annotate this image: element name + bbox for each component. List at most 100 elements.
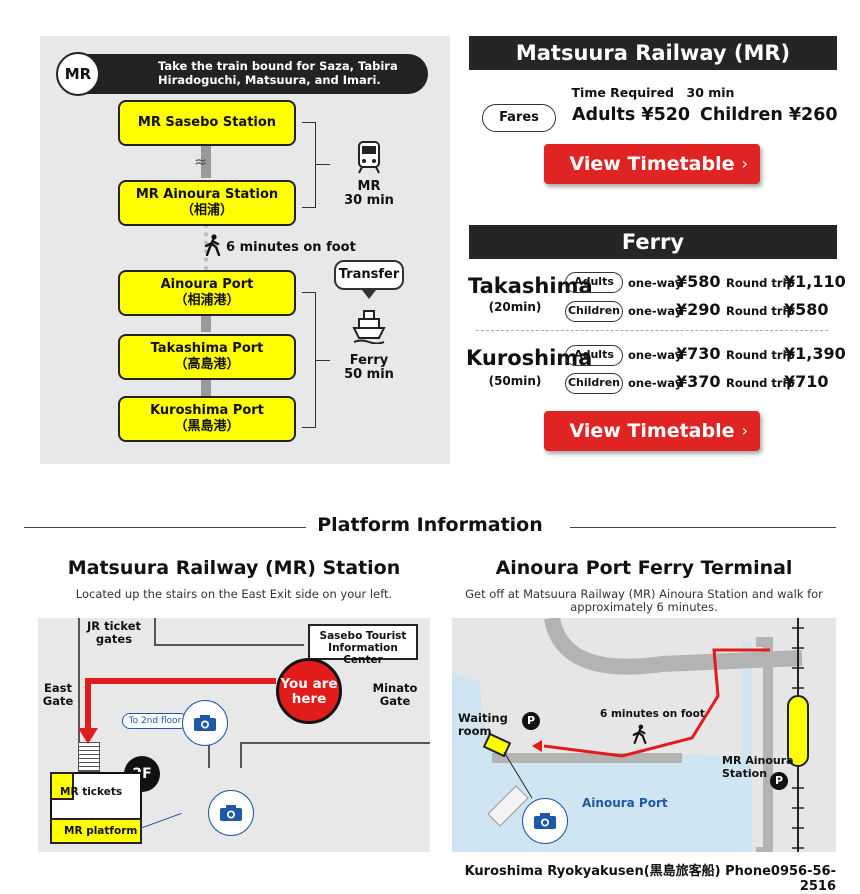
walk-icon bbox=[204, 234, 222, 260]
parking-icon: P bbox=[522, 712, 540, 730]
you-are-here-marker: You are here bbox=[276, 658, 342, 724]
stop-ainoura-port: Ainoura Port （相浦港） bbox=[118, 270, 296, 316]
phone-line: Kuroshima Ryokyakusen(黒島旅客船) Phone0956-5… bbox=[464, 864, 836, 894]
island-minutes: (20min) bbox=[488, 300, 542, 314]
round-label: Round trip bbox=[726, 376, 795, 390]
children-pill: Children bbox=[565, 373, 623, 394]
wall bbox=[208, 742, 210, 768]
ferry-header: Ferry bbox=[469, 225, 837, 259]
stop-sub: （相浦） bbox=[180, 203, 233, 218]
tourist-center-label: Sasebo Tourist Information Center bbox=[308, 624, 418, 666]
title-rule-right bbox=[570, 527, 836, 528]
port-map: Waiting room P 6 minutes on foot MR Aino… bbox=[452, 618, 836, 852]
ticket-booth bbox=[50, 772, 74, 800]
port-map-drawing bbox=[452, 618, 809, 852]
oneway-price: ¥730 bbox=[676, 344, 721, 363]
platform-info-title: Platform Information bbox=[317, 514, 543, 536]
fare-children: Children ¥260 bbox=[700, 105, 838, 125]
ferry-icon bbox=[352, 308, 386, 348]
walk-text: 6 minutes on foot bbox=[600, 708, 705, 720]
station-section-subtitle: Located up the stairs on the East Exit s… bbox=[75, 587, 393, 601]
track-break: ≈ bbox=[194, 152, 208, 171]
ferry-time: 50 min bbox=[344, 367, 394, 382]
round-price: ¥1,390 bbox=[784, 344, 846, 363]
east-gate-label: East Gate bbox=[42, 681, 74, 708]
mr-badge: MR bbox=[56, 52, 100, 96]
track-segment bbox=[201, 140, 211, 178]
button-label: View Timetable bbox=[569, 420, 735, 442]
mr-view-timetable-button[interactable]: View Timetable › bbox=[544, 144, 760, 184]
wall bbox=[154, 618, 156, 644]
route-panel: MR Take the train bound for Saza, Tabira… bbox=[40, 36, 450, 464]
adults-pill: Adults bbox=[565, 345, 623, 366]
round-price: ¥1,110 bbox=[784, 272, 846, 291]
to-2nd-floor-label: To 2nd floor bbox=[122, 713, 188, 729]
round-price: ¥580 bbox=[784, 300, 829, 319]
bubble-tail bbox=[362, 290, 376, 299]
jr-ticket-gates-label: JR ticket gates bbox=[86, 619, 142, 646]
camera-icon[interactable] bbox=[522, 798, 568, 844]
parking-icon: P bbox=[770, 772, 788, 790]
mr-banner: MR Take the train bound for Saza, Tabira… bbox=[56, 52, 428, 96]
bracket-tick bbox=[316, 164, 330, 165]
ainoura-port-label: Ainoura Port bbox=[582, 796, 668, 810]
train-icon bbox=[356, 140, 382, 178]
route-arrow bbox=[78, 678, 276, 744]
title-rule-left bbox=[24, 527, 306, 528]
oneway-label: one-way bbox=[628, 376, 683, 390]
stop-name: Takashima Port bbox=[150, 341, 264, 356]
round-label: Round trip bbox=[726, 276, 795, 290]
train-time: 30 min bbox=[344, 193, 394, 208]
time-required: Time Required 30 min bbox=[571, 85, 735, 100]
wall bbox=[240, 742, 242, 768]
walk-text: 6 minutes on foot bbox=[226, 239, 356, 255]
stairs bbox=[78, 742, 100, 772]
train-bracket bbox=[302, 122, 316, 208]
oneway-price: ¥370 bbox=[676, 372, 721, 391]
stop-name: MR Sasebo Station bbox=[137, 115, 277, 130]
chevron-right-icon: › bbox=[741, 421, 748, 440]
round-label: Round trip bbox=[726, 348, 795, 362]
oneway-label: one-way bbox=[628, 276, 683, 290]
waiting-room-label: Waiting room bbox=[458, 711, 508, 738]
stop-name: MR Ainoura Station bbox=[135, 187, 279, 202]
mr-tickets-label: MR tickets bbox=[60, 786, 123, 798]
camera-icon[interactable] bbox=[182, 700, 228, 746]
mr-ainoura-station-label: MR Ainoura Station bbox=[722, 754, 794, 780]
ferry-divider bbox=[476, 330, 828, 331]
train-info: MR 30 min bbox=[330, 180, 408, 208]
children-pill: Children bbox=[565, 301, 623, 322]
island-minutes: (50min) bbox=[488, 374, 542, 388]
wall bbox=[154, 644, 304, 646]
stop-name: Ainoura Port bbox=[160, 277, 254, 292]
track-segment bbox=[201, 314, 211, 332]
fare-adults: Adults ¥520 bbox=[572, 105, 691, 125]
ferry-bracket bbox=[302, 292, 316, 428]
button-label: View Timetable bbox=[569, 153, 735, 175]
stop-kuroshima-port: Kuroshima Port （黒島港） bbox=[118, 396, 296, 442]
banner-text: Take the train bound for Saza, Tabira Hi… bbox=[158, 59, 398, 87]
round-label: Round trip bbox=[726, 304, 795, 318]
chevron-right-icon: › bbox=[741, 154, 748, 173]
adults-pill: Adults bbox=[565, 272, 623, 293]
port-section-subtitle: Get off at Matsuura Railway (MR) Ainoura… bbox=[465, 587, 823, 614]
train-label: MR bbox=[357, 179, 381, 194]
stop-sub: （黒島港） bbox=[174, 419, 240, 434]
bracket-tick bbox=[316, 360, 330, 361]
walk-icon bbox=[632, 724, 648, 748]
ferry-view-timetable-button[interactable]: View Timetable › bbox=[544, 411, 760, 451]
ferry-label: Ferry bbox=[349, 353, 389, 368]
wall bbox=[240, 742, 430, 744]
round-price: ¥710 bbox=[784, 372, 829, 391]
minato-gate-label: Minato Gate bbox=[372, 681, 418, 708]
stop-sub: （相浦港） bbox=[174, 293, 240, 308]
oneway-label: one-way bbox=[628, 348, 683, 362]
oneway-price: ¥290 bbox=[676, 300, 721, 319]
fares-pill: Fares bbox=[482, 104, 556, 132]
ferry-info: Ferry 50 min bbox=[330, 354, 408, 382]
oneway-price: ¥580 bbox=[676, 272, 721, 291]
camera-icon[interactable] bbox=[208, 790, 254, 836]
track-segment bbox=[201, 378, 211, 396]
stop-mr-ainoura: MR Ainoura Station （相浦） bbox=[118, 180, 296, 226]
oneway-label: one-way bbox=[628, 304, 683, 318]
